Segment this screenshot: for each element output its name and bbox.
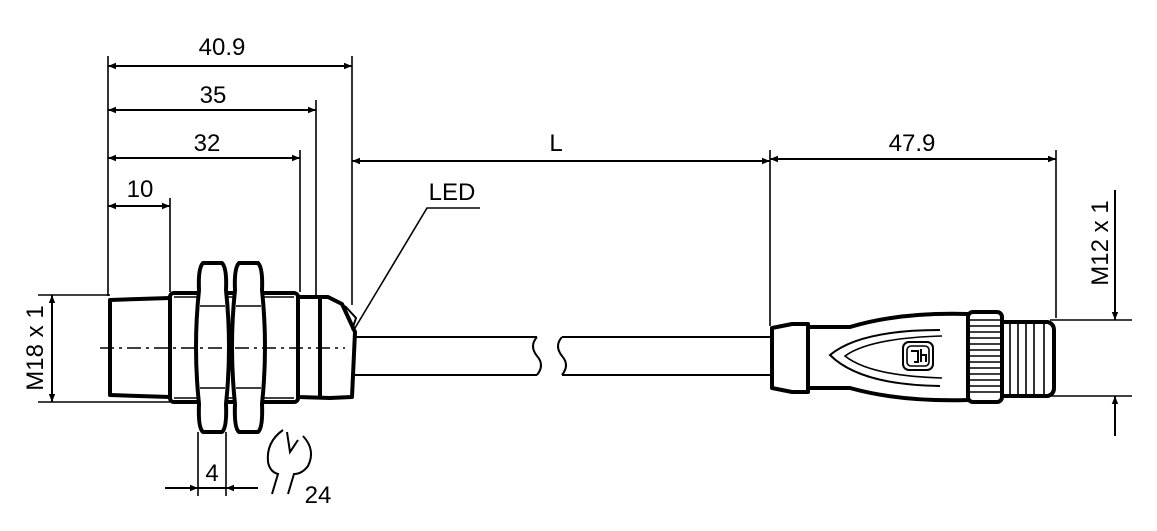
dim-m18: M18 x 1 xyxy=(22,305,49,390)
dim-m12: M12 x 1 xyxy=(1087,200,1114,285)
dim-47-9: 47.9 xyxy=(889,130,936,157)
dim-35: 35 xyxy=(200,82,227,109)
dim-40-9: 40.9 xyxy=(199,34,246,61)
led-label: LED xyxy=(429,179,476,206)
dim-32: 32 xyxy=(194,130,221,157)
wrench-icon xyxy=(266,429,313,495)
wrench-size: 24 xyxy=(305,482,332,509)
cable xyxy=(352,336,772,376)
dimension-lines xyxy=(48,62,1119,492)
connector xyxy=(770,310,1056,404)
dim-l: L xyxy=(549,130,562,157)
led-leader xyxy=(354,207,480,329)
dim-10: 10 xyxy=(127,176,154,203)
dim-4: 4 xyxy=(205,460,218,487)
logo-icon xyxy=(902,341,934,371)
connector-thread xyxy=(1000,320,1056,398)
sensor-body xyxy=(100,261,358,434)
